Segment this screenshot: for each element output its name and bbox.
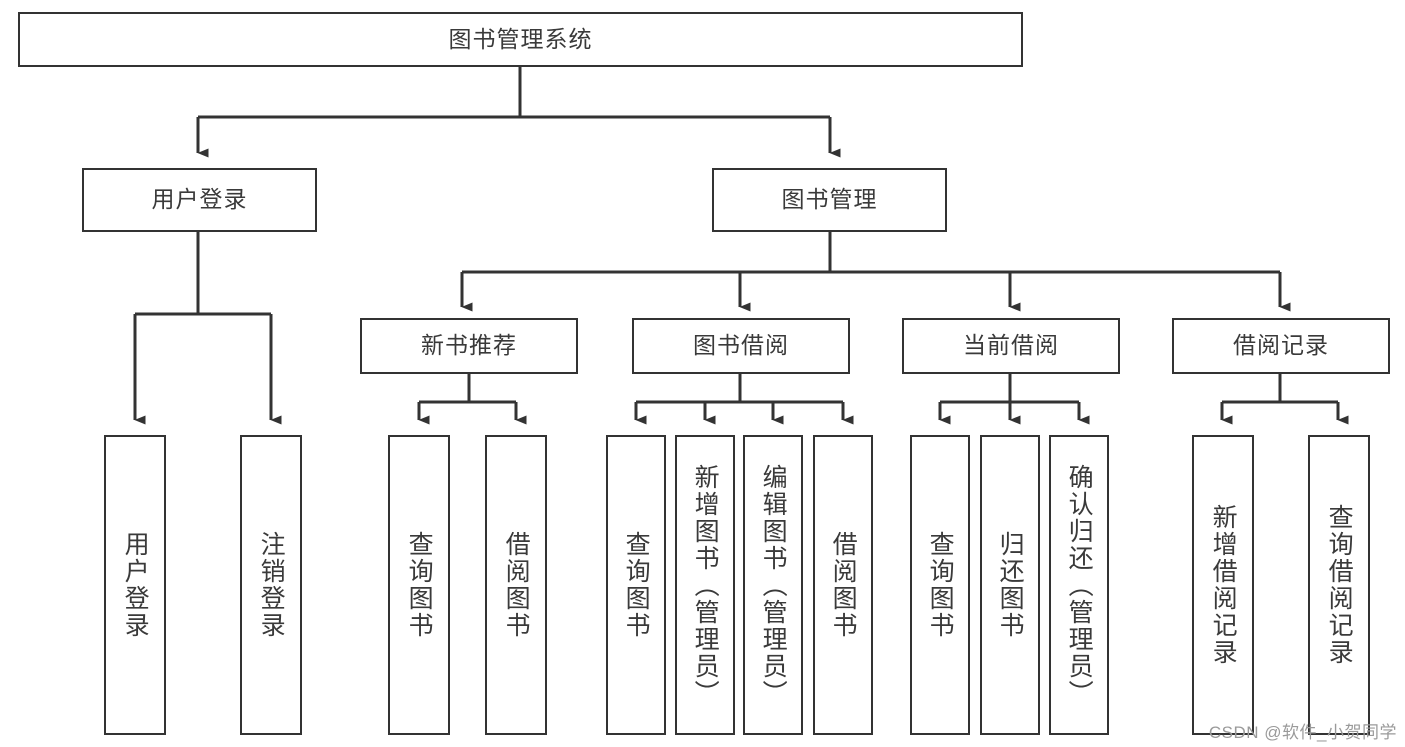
leaf-label: 用户登录 bbox=[121, 531, 150, 639]
leaf-label: 查询图书 bbox=[405, 531, 434, 639]
leaf-borrow-record-query-record[interactable]: 查询借阅记录 bbox=[1308, 435, 1370, 735]
leaf-current-borrow-return-book[interactable]: 归还图书 bbox=[980, 435, 1040, 735]
leaf-label: 确认归还（管理员） bbox=[1065, 463, 1094, 707]
leaf-user-login-logout[interactable]: 注销登录 bbox=[240, 435, 302, 735]
leaf-book-borrow-edit-book-admin[interactable]: 编辑图书（管理员） bbox=[743, 435, 803, 735]
leaf-current-borrow-query-book[interactable]: 查询图书 bbox=[910, 435, 970, 735]
leaf-user-login-login[interactable]: 用户登录 bbox=[104, 435, 166, 735]
leaf-label: 查询图书 bbox=[622, 531, 651, 639]
leaf-label: 查询图书 bbox=[926, 531, 955, 639]
leaf-book-borrow-query-book[interactable]: 查询图书 bbox=[606, 435, 666, 735]
node-user-login[interactable]: 用户登录 bbox=[82, 168, 317, 232]
node-borrow-record[interactable]: 借阅记录 bbox=[1172, 318, 1390, 374]
leaf-label: 借阅图书 bbox=[829, 531, 858, 639]
node-book-borrow[interactable]: 图书借阅 bbox=[632, 318, 850, 374]
leaf-label: 借阅图书 bbox=[502, 531, 531, 639]
leaf-book-borrow-add-book-admin[interactable]: 新增图书（管理员） bbox=[675, 435, 735, 735]
leaf-label: 新增图书（管理员） bbox=[691, 463, 720, 707]
leaf-label: 注销登录 bbox=[257, 531, 286, 639]
leaf-label: 新增借阅记录 bbox=[1209, 504, 1238, 666]
leaf-current-borrow-confirm-return-admin[interactable]: 确认归还（管理员） bbox=[1049, 435, 1109, 735]
node-book-management[interactable]: 图书管理 bbox=[712, 168, 947, 232]
leaf-label: 查询借阅记录 bbox=[1325, 504, 1354, 666]
leaf-label: 归还图书 bbox=[996, 531, 1025, 639]
csdn-watermark: CSDN @软件_小贺同学 bbox=[1208, 723, 1397, 742]
leaf-book-borrow-borrow-book[interactable]: 借阅图书 bbox=[813, 435, 873, 735]
node-current-borrow[interactable]: 当前借阅 bbox=[902, 318, 1120, 374]
leaf-borrow-record-add-record[interactable]: 新增借阅记录 bbox=[1192, 435, 1254, 735]
leaf-label: 编辑图书（管理员） bbox=[759, 463, 788, 707]
node-new-book-recommend[interactable]: 新书推荐 bbox=[360, 318, 578, 374]
leaf-new-book-query-book[interactable]: 查询图书 bbox=[388, 435, 450, 735]
node-root-system[interactable]: 图书管理系统 bbox=[18, 12, 1023, 67]
leaf-new-book-borrow-book[interactable]: 借阅图书 bbox=[485, 435, 547, 735]
